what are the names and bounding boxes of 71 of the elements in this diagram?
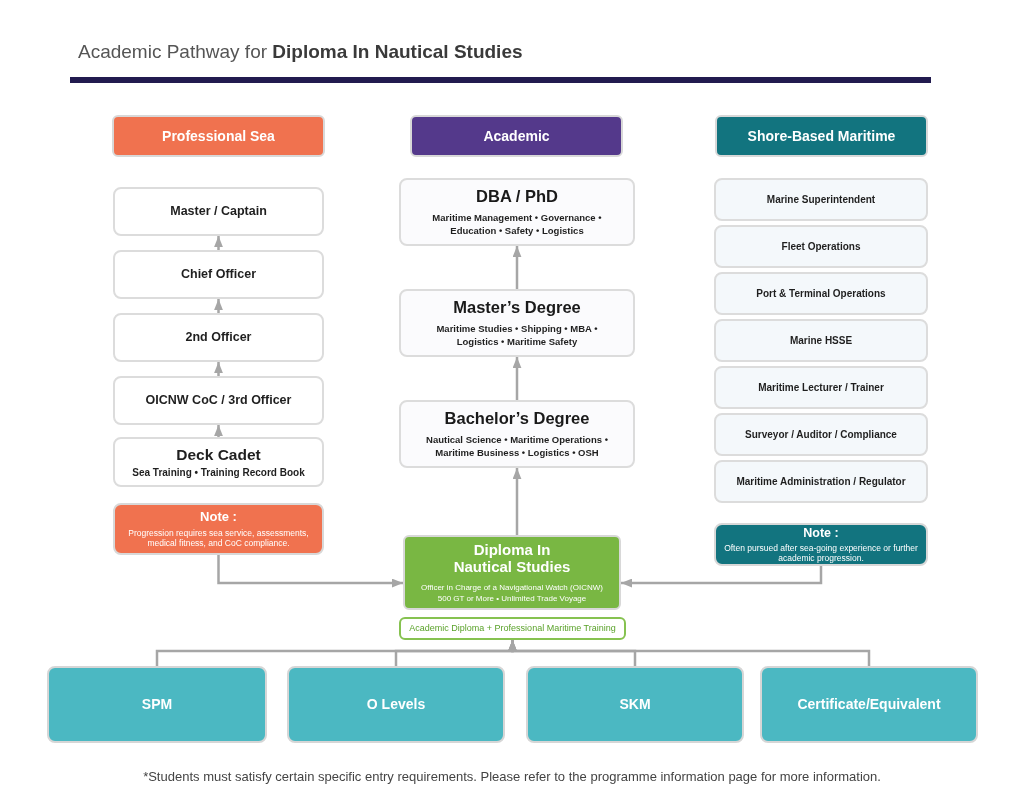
entry-card xyxy=(47,666,267,743)
entry-card xyxy=(526,666,744,743)
career-card xyxy=(714,178,928,221)
degree-card xyxy=(399,289,635,357)
arrow xyxy=(214,236,223,250)
rank-card xyxy=(113,313,324,362)
rank-card xyxy=(113,187,324,236)
degree-title: Bachelor’s Degree xyxy=(444,408,590,429)
career-card xyxy=(714,366,928,409)
degree-subjects: Nautical Science • Maritime Operations • Maritime Business • Logistics • OSH xyxy=(425,434,609,460)
arrow xyxy=(512,357,522,400)
career-title: Maritime Administration / Regulator xyxy=(736,475,906,489)
note-card xyxy=(714,523,928,566)
degree-card xyxy=(399,400,635,468)
entry-card xyxy=(287,666,505,743)
tag-text: Academic Diploma + Professional Maritime Training xyxy=(409,621,616,635)
career-title: Maritime Lecturer / Trainer xyxy=(758,381,884,395)
note-text: Often pursued after sea-going experience or further academic progression. xyxy=(724,542,918,563)
arrow xyxy=(214,425,223,437)
rank-title: Master / Captain xyxy=(170,203,267,221)
rank-title: Deck Cadet xyxy=(176,444,261,464)
rank-title: 2nd Officer xyxy=(185,329,252,347)
career-card xyxy=(714,225,928,268)
diploma-title: Diploma In Nautical Studies xyxy=(452,541,572,576)
page-title: Academic Pathway for Diploma In Nautical Studies xyxy=(78,40,523,64)
career-card xyxy=(714,460,928,503)
arrow xyxy=(621,566,823,588)
entry-title: SPM xyxy=(141,695,173,714)
rank-card xyxy=(113,376,324,425)
pathway-tag xyxy=(399,617,626,640)
career-card xyxy=(714,319,928,362)
entry-card xyxy=(760,666,978,743)
career-title: Marine Superintendent xyxy=(766,193,876,207)
entry-title: Certificate/Equivalent xyxy=(797,695,941,714)
column-title: Professional Sea xyxy=(162,126,275,146)
note-card xyxy=(113,503,324,555)
rank-card xyxy=(113,437,324,487)
degree-subjects: Maritime Studies • Shipping • MBA • Logistics • Maritime Safety xyxy=(435,323,599,349)
rank-title: OICNW CoC / 3rd Officer xyxy=(145,392,292,410)
career-title: Surveyor / Auditor / Compliance xyxy=(745,428,897,442)
career-title: Marine HSSE xyxy=(789,334,853,348)
degree-subjects: Maritime Management • Governance • Education • Safety • Logistics xyxy=(431,212,603,238)
diploma-details: 500 GT or More • Unlimited Trade Voyage xyxy=(437,592,587,604)
diploma-card xyxy=(403,535,621,610)
degree-title: DBA / PhD xyxy=(476,186,558,207)
career-card xyxy=(714,272,928,315)
career-title: Port & Terminal Operations xyxy=(756,287,886,301)
career-card xyxy=(714,413,928,456)
career-title: Fleet Operations xyxy=(781,240,861,254)
note-text: Progression requires sea service, assessments, medical fitness, and CoC compliance. xyxy=(127,527,310,549)
column-header xyxy=(410,115,623,157)
arrow xyxy=(214,299,223,313)
column-header xyxy=(715,115,928,157)
arrow xyxy=(512,246,522,289)
column-header xyxy=(112,115,325,157)
rank-title: Chief Officer xyxy=(181,266,256,284)
degree-title: Master’s Degree xyxy=(453,297,581,318)
column-title: Academic xyxy=(483,126,550,146)
column-title: Shore-Based Maritime xyxy=(747,126,896,146)
entry-title: O Levels xyxy=(366,695,426,714)
entry-title: SKM xyxy=(619,695,651,714)
arrow xyxy=(512,468,522,535)
note-title: Note : xyxy=(200,509,237,526)
diploma-details: Officer in Charge of a Navigational Watch (OICNW) xyxy=(421,581,603,593)
rank-card xyxy=(113,250,324,299)
degree-card xyxy=(399,178,635,246)
arrow xyxy=(217,555,403,588)
note-title: Note : xyxy=(803,526,839,542)
arrow xyxy=(214,362,223,376)
footnote: *Students must satisfy certain specific entry requirements. Please refer to the programme information page for more information. xyxy=(142,768,882,786)
rank-details: Sea Training • Training Record Book xyxy=(132,466,305,480)
